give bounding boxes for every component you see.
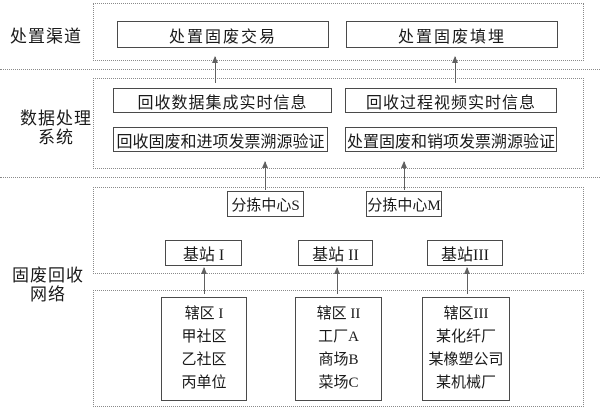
section-divider: [0, 69, 600, 70]
node-district-2: 辖区 II 工厂A 商场B 菜场C: [295, 297, 382, 401]
label-line: 处置渠道: [10, 27, 82, 46]
section-label-data-processing-system: 数据处理 系统: [18, 109, 94, 147]
node-input-invoice-trace: 回收固废和进项发票溯源验证: [113, 127, 328, 152]
district-member: 甲社区: [181, 329, 227, 345]
district-member: 某橡塑公司: [428, 352, 504, 368]
district-title: 辖区 I: [184, 306, 224, 322]
node-output-invoice-trace: 处置固废和销项发票溯源验证: [345, 127, 557, 152]
label-line: 数据处理: [20, 109, 92, 128]
district-member: 乙社区: [181, 352, 227, 368]
arrow-up-to-base-1: [201, 267, 207, 294]
district-member: 商场B: [318, 352, 359, 368]
section-border-disposal: [93, 3, 584, 61]
district-title: 辖区 II: [316, 306, 361, 322]
node-base-station-2: 基站 II: [298, 240, 373, 266]
arrow-up-to-base-3: [464, 267, 470, 294]
node-base-station-1: 基站 I: [165, 240, 242, 266]
section-border-data-processing: [93, 78, 584, 169]
section-border-network-lower: [93, 290, 584, 407]
arrow-up-to-trade: [212, 56, 218, 83]
district-title: 辖区III: [443, 306, 489, 322]
arrow-up-to-base-2: [334, 267, 340, 294]
arrow-up-to-landfill: [452, 56, 458, 83]
district-member: 某化纤厂: [435, 329, 496, 345]
section-label-waste-recycling-network: 固废回收 网络: [8, 266, 88, 304]
arrow-up-from-sorting-s: [262, 161, 268, 190]
node-waste-trade: 处置固废交易: [117, 21, 329, 48]
label-line: 系统: [38, 128, 74, 147]
district-member: 工厂A: [318, 329, 359, 345]
node-waste-landfill: 处置固废填埋: [346, 21, 558, 48]
label-line: 固废回收: [12, 266, 84, 285]
district-member: 丙单位: [181, 375, 227, 391]
section-label-disposal-channel: 处置渠道: [6, 27, 86, 46]
arrow-up-from-sorting-m: [401, 161, 407, 190]
node-district-1: 辖区 I 甲社区 乙社区 丙单位: [161, 297, 247, 401]
node-realtime-video: 回收过程视频实时信息: [345, 88, 557, 113]
section-divider: [0, 177, 600, 178]
node-sorting-center-s: 分拣中心S: [227, 191, 304, 217]
district-member: 菜场C: [318, 375, 359, 391]
node-base-station-3: 基站III: [427, 240, 503, 266]
node-district-3: 辖区III 某化纤厂 某橡塑公司 某机械厂: [422, 297, 510, 401]
label-line: 网络: [30, 285, 66, 304]
node-sorting-center-m: 分拣中心M: [366, 191, 442, 217]
district-member: 某机械厂: [435, 375, 496, 391]
node-realtime-data-integration: 回收数据集成实时信息: [113, 88, 332, 113]
